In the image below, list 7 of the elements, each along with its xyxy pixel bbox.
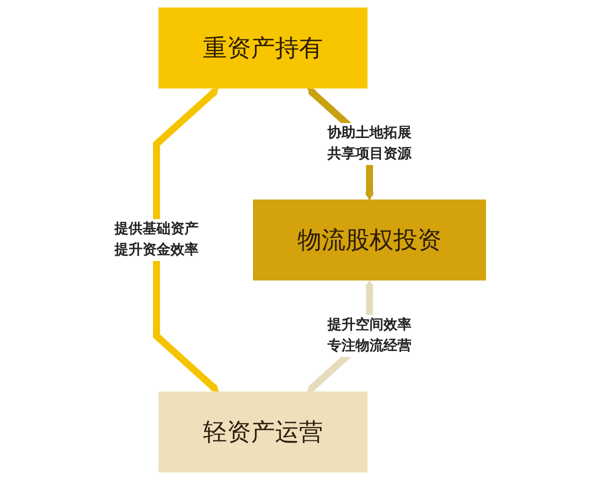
node-box: 轻资产运营 bbox=[158, 392, 368, 472]
edge-label: 提供基础资产提升资金效率 bbox=[114, 221, 198, 258]
arrow bbox=[153, 88, 220, 392]
node-box: 重资产持有 bbox=[158, 8, 368, 88]
edge-label: 协助土地拓展共享项目资源 bbox=[328, 125, 412, 162]
node-box: 物流股权投资 bbox=[253, 200, 486, 280]
edge-label: 提升空间效率专注物流经营 bbox=[328, 317, 412, 354]
